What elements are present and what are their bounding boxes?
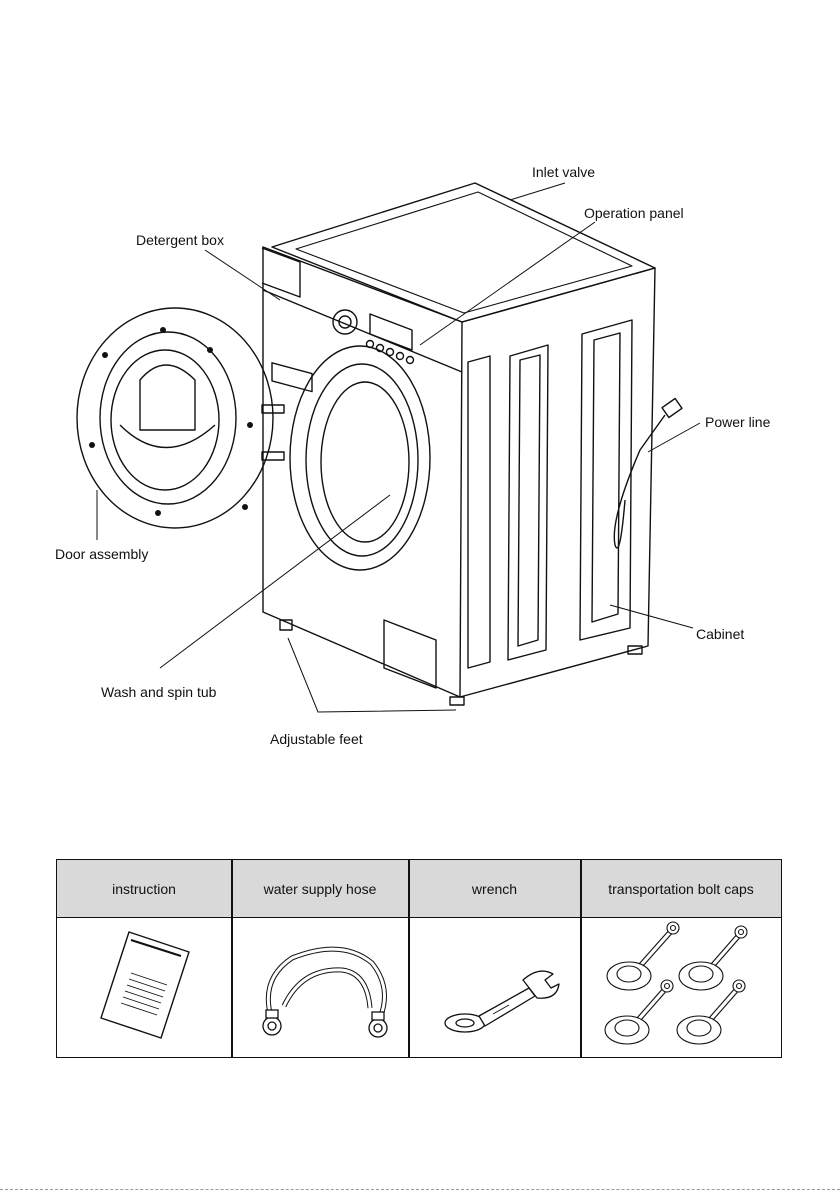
label-cabinet: Cabinet bbox=[696, 626, 744, 642]
wrench-icon bbox=[409, 918, 580, 1057]
label-detergent-box: Detergent box bbox=[136, 232, 224, 248]
machine-cabinet-side bbox=[460, 268, 655, 697]
header-wrench: wrench bbox=[409, 860, 580, 918]
display-panel bbox=[370, 314, 412, 350]
accessories-table: instruction water supply hose wrench tra… bbox=[56, 859, 782, 1058]
label-power-line: Power line bbox=[705, 414, 770, 430]
label-inlet-valve: Inlet valve bbox=[532, 164, 595, 180]
label-door-assembly: Door assembly bbox=[55, 546, 148, 562]
instruction-booklet-icon bbox=[57, 918, 231, 1057]
header-instruction: instruction bbox=[57, 860, 231, 918]
bolt-caps-icon bbox=[581, 918, 781, 1057]
water-hose-icon bbox=[232, 918, 408, 1057]
wash-and-spin-tub bbox=[321, 382, 409, 542]
door-assembly bbox=[77, 308, 273, 528]
washing-machine-diagram bbox=[0, 0, 840, 790]
program-knob bbox=[333, 310, 357, 334]
adjustable-foot-front bbox=[450, 697, 464, 705]
power-line bbox=[614, 415, 665, 548]
label-operation-panel: Operation panel bbox=[584, 205, 684, 221]
header-transportation-bolt-caps: transportation bolt caps bbox=[581, 860, 781, 918]
service-hatch bbox=[384, 620, 436, 688]
label-wash-and-spin-tub: Wash and spin tub bbox=[101, 684, 216, 700]
page-bottom-edge bbox=[0, 1189, 840, 1190]
label-adjustable-feet: Adjustable feet bbox=[270, 731, 363, 747]
machine-top bbox=[272, 183, 655, 322]
machine-front bbox=[263, 247, 462, 697]
header-water-supply-hose: water supply hose bbox=[232, 860, 408, 918]
panel-buttons bbox=[367, 341, 414, 364]
